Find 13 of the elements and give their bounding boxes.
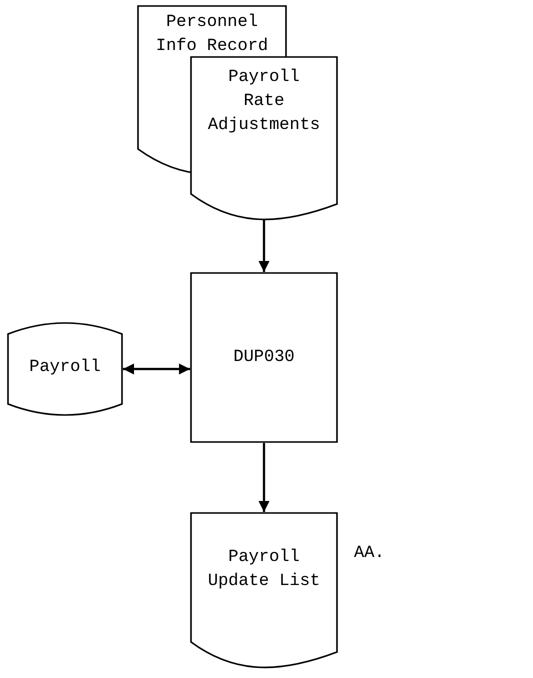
document-shape [190, 56, 338, 222]
arrow [258, 443, 270, 512]
node-text: Payroll Update List [206, 547, 322, 593]
side-note: AA. [354, 543, 385, 565]
storage-drum [7, 322, 123, 416]
arrow [123, 364, 190, 374]
arrow [258, 219, 270, 272]
node-text: DUP030 [233, 347, 295, 369]
process-box [190, 272, 338, 443]
node-text: Payroll [29, 357, 101, 379]
node-text: Personnel Info Record [154, 12, 270, 58]
node-text: Payroll Rate Adjustments [208, 67, 320, 137]
document-shape [190, 512, 338, 670]
